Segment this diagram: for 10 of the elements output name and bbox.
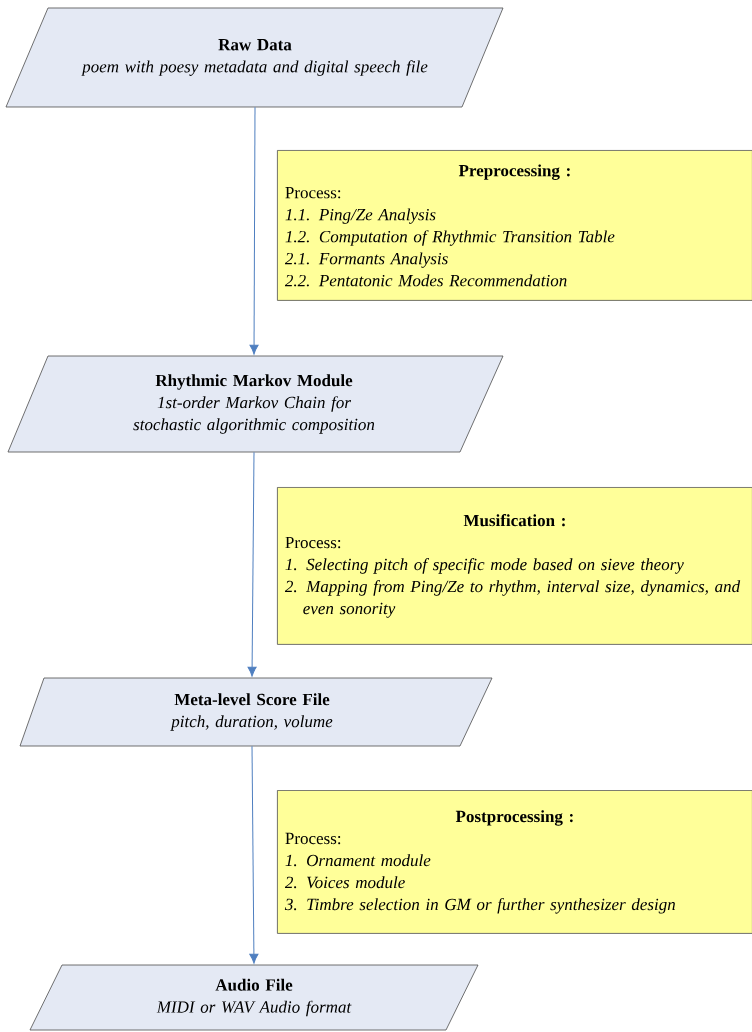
- arrow: [247, 451, 257, 677]
- data-parallelogram: Rhythmic Markov Module 1st-order Markov Chain for stochastic algorithmic composition: [7, 355, 504, 453]
- note-box: Preprocessing : Process: 1.1. Ping/Ze Analysis 1.2. Computation of Rhythmic Transition Table 2.1. Formants Analysis 2.2. Pentatonic Modes Recommendation: [277, 150, 752, 301]
- arrow: [249, 745, 259, 964]
- arrow: [249, 106, 259, 355]
- note-box: Musification : Process: 1. Selecting pitch of specific mode based on sieve theory 2. Mapping from Ping/Ze to rhythm, interval size, dynamics, and even sonority: [277, 487, 752, 645]
- note-box: Postprocessing : Process: 1. Ornament module 2. Voices module 3. Timbre selection in GM or further synthesizer design: [277, 790, 752, 934]
- data-parallelogram: Audio File MIDI or WAV Audio format: [29, 964, 479, 1031]
- data-parallelogram: Meta-level Score File pitch, duration, volume: [19, 677, 493, 747]
- data-parallelogram: Raw Data poem with poesy metadata and digital speech file: [5, 7, 504, 108]
